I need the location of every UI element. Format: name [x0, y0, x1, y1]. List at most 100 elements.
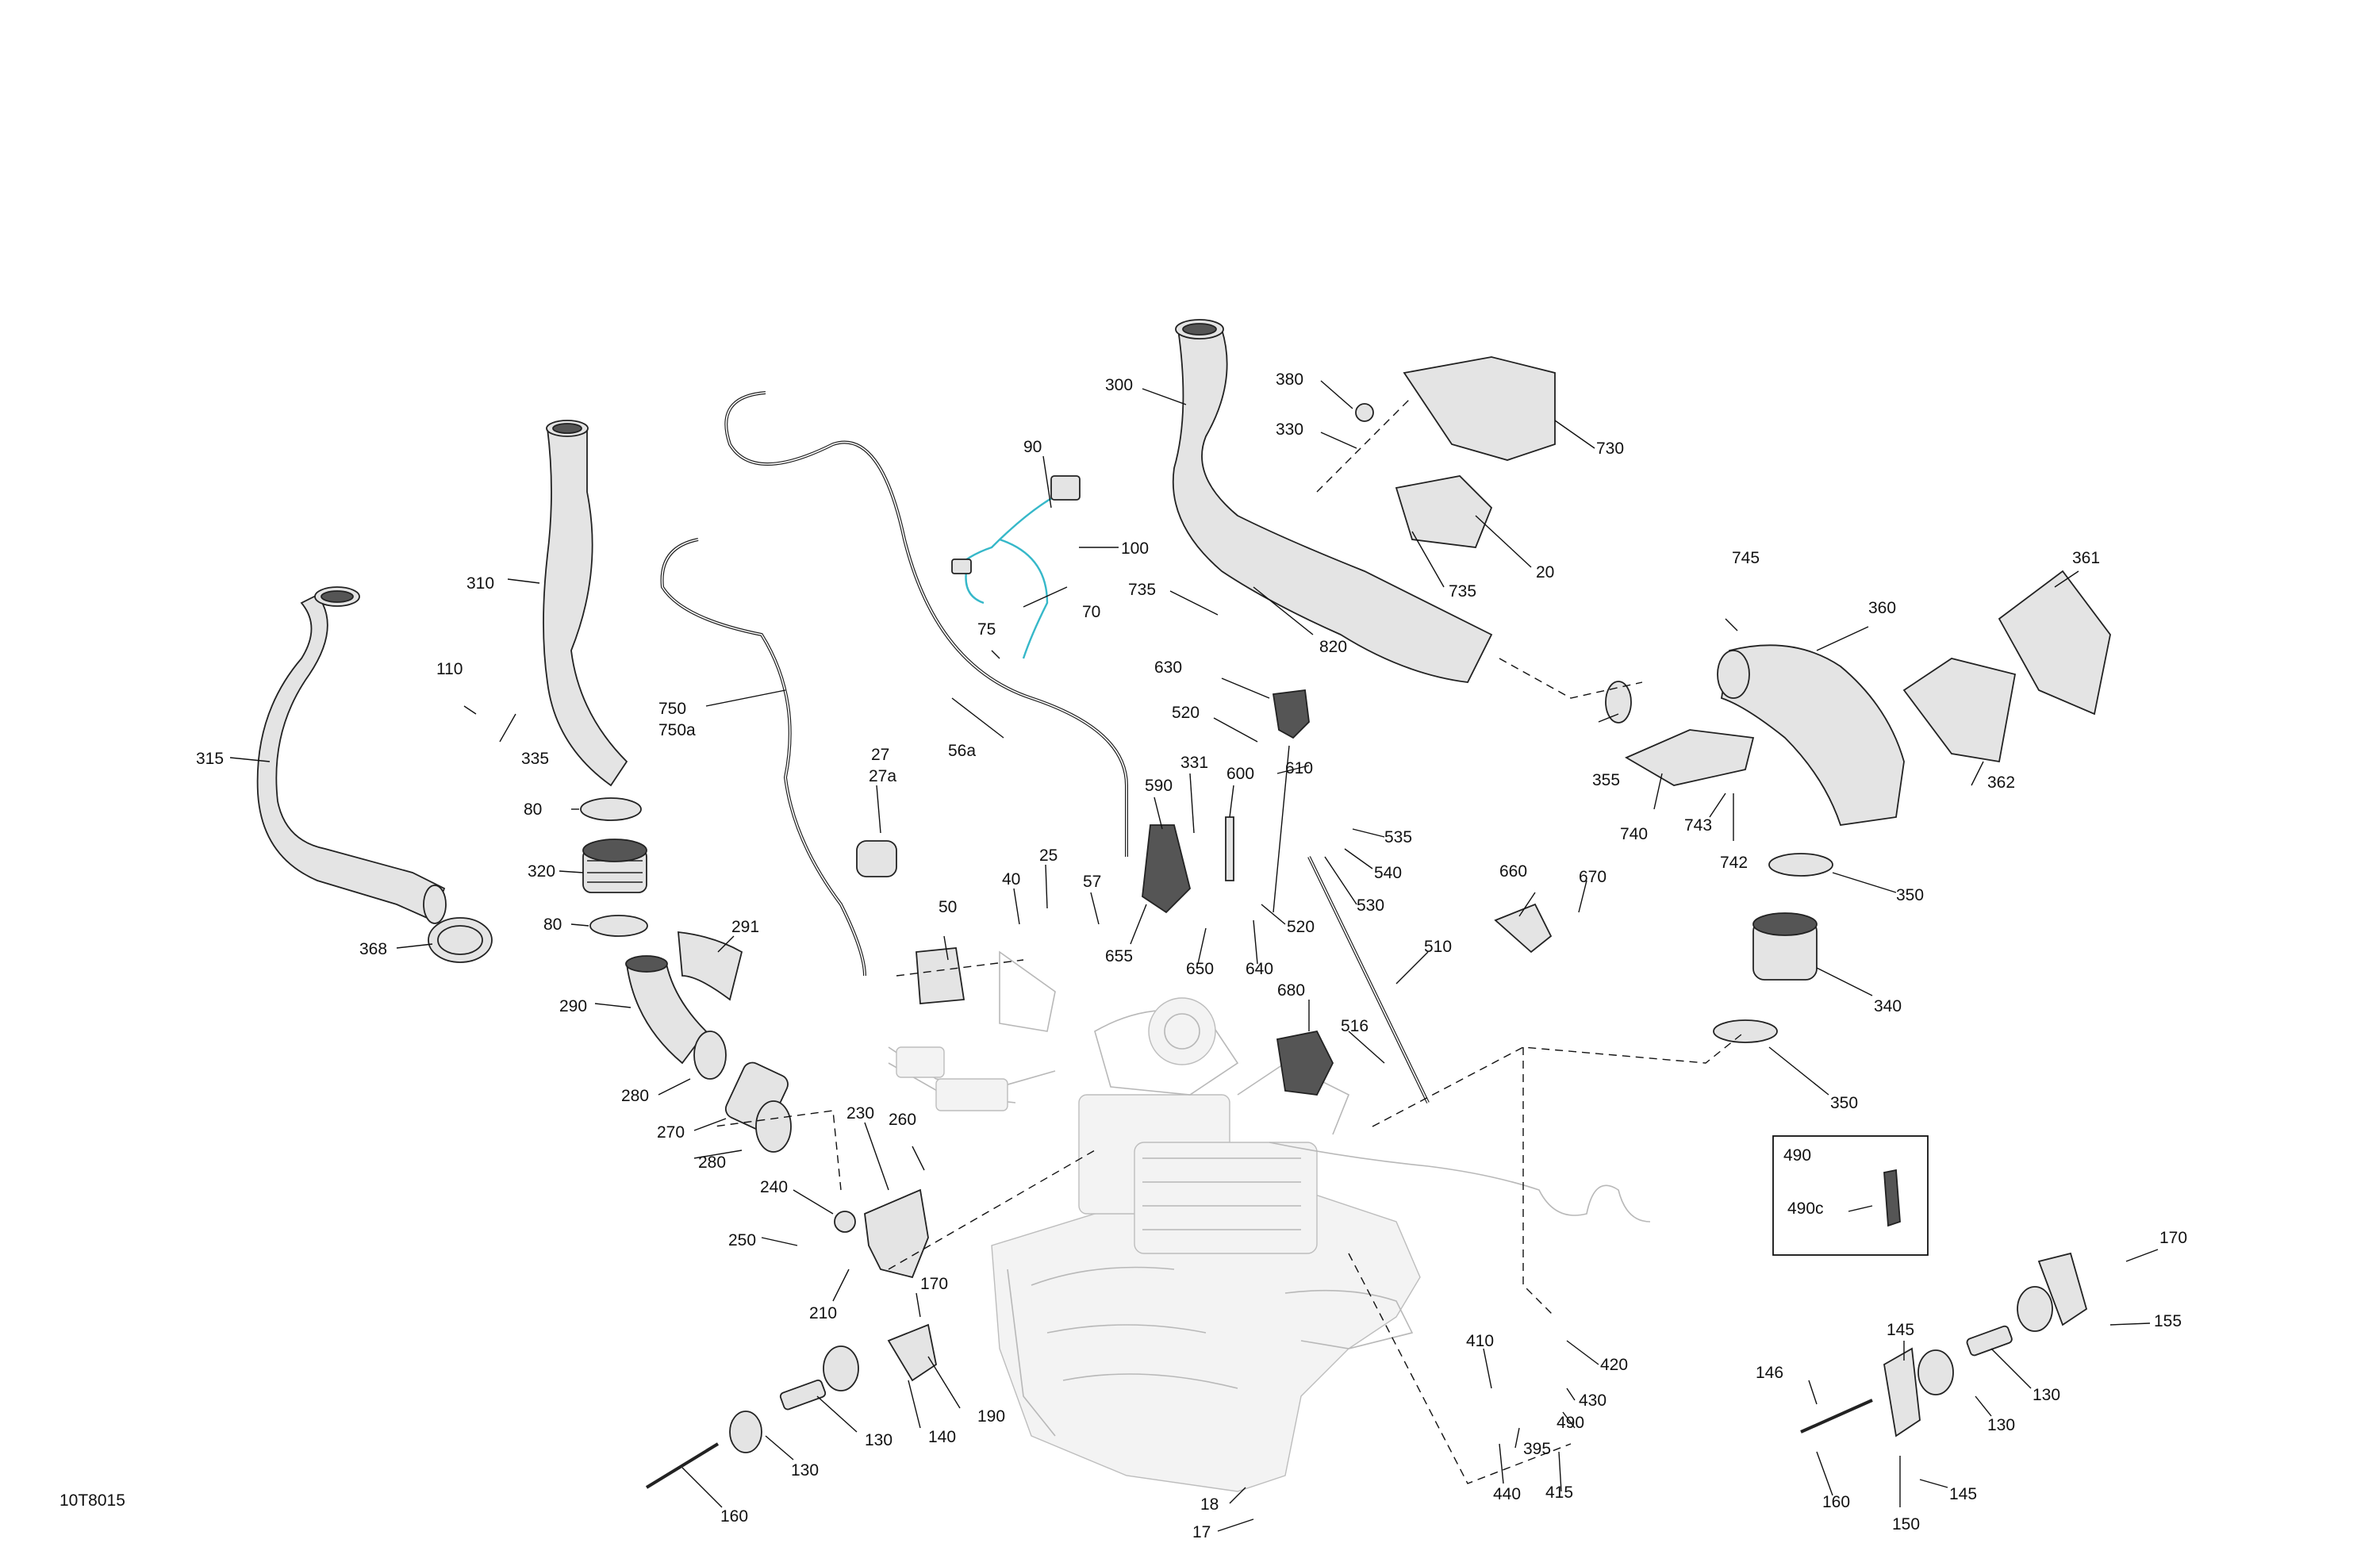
- part-label-331: 331: [1180, 754, 1208, 772]
- part-label-680: 680: [1277, 981, 1305, 1000]
- part-label-280b: 280: [698, 1153, 726, 1172]
- part-label-750: 750: [658, 700, 686, 718]
- part-label-361: 361: [2072, 549, 2100, 567]
- part-label-300: 300: [1105, 376, 1133, 394]
- part-label-335: 335: [521, 750, 549, 768]
- part-label-25: 25: [1039, 846, 1058, 865]
- part-label-70: 70: [1082, 603, 1100, 621]
- spring-600: [1225, 816, 1234, 881]
- part-label-210: 210: [809, 1304, 837, 1322]
- filter-340: [1713, 853, 1833, 1043]
- part-labels: 300 380 330 730 20 735 735 820 90 100 70…: [196, 370, 2187, 1541]
- part-label-170a: 170: [920, 1275, 948, 1293]
- part-label-130d: 130: [1987, 1416, 2015, 1434]
- part-label-80b: 80: [543, 915, 562, 934]
- part-label-735b: 735: [1449, 582, 1476, 601]
- part-label-735a: 735: [1128, 581, 1156, 599]
- inset-title: 490: [1783, 1146, 1811, 1165]
- lever-660: [1494, 903, 1553, 954]
- leader-lines: [229, 380, 2159, 1532]
- part-label-742: 742: [1720, 854, 1748, 872]
- part-label-655: 655: [1105, 947, 1133, 965]
- pulley-left: [645, 1323, 938, 1489]
- bracket-740: [1625, 729, 1755, 786]
- bracket-730: [1355, 356, 1556, 461]
- part-label-310: 310: [466, 574, 494, 593]
- part-label-440: 440: [1493, 1485, 1521, 1503]
- inset-490: 490 490c: [1772, 1135, 1929, 1256]
- part-label-18: 18: [1200, 1495, 1219, 1514]
- part-label-420: 420: [1600, 1356, 1628, 1374]
- part-label-430: 430: [1579, 1391, 1606, 1410]
- part-label-330: 330: [1276, 420, 1303, 439]
- elbow-290: [625, 955, 708, 1065]
- shield-361: [1998, 570, 2111, 716]
- part-label-510: 510: [1424, 938, 1452, 956]
- part-label-360: 360: [1868, 599, 1896, 617]
- part-label-730: 730: [1596, 439, 1624, 458]
- part-label-590: 590: [1145, 777, 1173, 795]
- part-label-610: 610: [1285, 759, 1313, 777]
- part-label-820: 820: [1319, 638, 1347, 656]
- harness-70: [951, 475, 1081, 659]
- part-label-535: 535: [1384, 828, 1412, 846]
- part-label-160a: 160: [720, 1507, 748, 1526]
- part-label-320: 320: [528, 862, 555, 881]
- part-label-240: 240: [760, 1178, 788, 1196]
- intake-tube-315: [256, 586, 447, 924]
- bracket-20: [1395, 475, 1493, 548]
- part-label-100: 100: [1121, 539, 1149, 558]
- part-label-80a: 80: [524, 800, 542, 819]
- part-label-145a: 145: [1887, 1321, 1914, 1339]
- part-label-410: 410: [1466, 1332, 1494, 1350]
- clamp-80-upper: [580, 797, 642, 821]
- part-label-520a: 520: [1172, 704, 1200, 722]
- cable-510: [1307, 856, 1430, 1104]
- part-label-670: 670: [1579, 868, 1606, 886]
- part-label-250: 250: [728, 1231, 756, 1249]
- duct-360: [1717, 644, 1905, 826]
- part-label-230: 230: [846, 1104, 874, 1123]
- part-label-600: 600: [1226, 765, 1254, 783]
- part-label-350b: 350: [1830, 1094, 1858, 1112]
- shield-362: [1902, 658, 2017, 763]
- part-label-130b: 130: [791, 1461, 819, 1480]
- clamp-80-lower: [589, 915, 648, 937]
- intake-duct-300: [1172, 319, 1493, 683]
- part-label-516: 516: [1341, 1017, 1368, 1035]
- part-label-56a: 56a: [948, 742, 976, 760]
- intake-tube-310: [543, 420, 628, 787]
- part-label-368: 368: [359, 940, 387, 958]
- part-label-340: 340: [1874, 997, 1902, 1015]
- part-label-280a: 280: [621, 1087, 649, 1105]
- part-label-270: 270: [657, 1123, 685, 1142]
- dashed-connectors: [713, 396, 1746, 1484]
- part-label-57: 57: [1083, 873, 1101, 891]
- module-680: [1276, 1030, 1334, 1096]
- part-label-650: 650: [1186, 960, 1214, 978]
- part-label-140: 140: [928, 1428, 956, 1446]
- ring-355: [1605, 681, 1632, 724]
- part-label-380: 380: [1276, 370, 1303, 389]
- part-label-90: 90: [1023, 438, 1042, 456]
- part-label-146: 146: [1756, 1364, 1783, 1382]
- coupler-320: [582, 839, 647, 893]
- inset-label: 490c: [1787, 1199, 1824, 1218]
- engine-ghost: [888, 950, 1651, 1492]
- part-label-155: 155: [2154, 1312, 2182, 1330]
- part-label-740: 740: [1620, 825, 1648, 843]
- part-label-20: 20: [1536, 563, 1554, 582]
- part-label-660: 660: [1499, 862, 1527, 881]
- cable-56a: [724, 391, 1128, 857]
- part-label-540: 540: [1374, 864, 1402, 882]
- bracket-230: [834, 1188, 929, 1279]
- part-label-315: 315: [196, 750, 224, 768]
- coupler-270: [693, 1031, 792, 1153]
- part-label-40: 40: [1002, 870, 1020, 889]
- part-label-362: 362: [1987, 773, 2015, 792]
- part-label-395: 395: [1523, 1440, 1551, 1458]
- part-label-17: 17: [1192, 1523, 1211, 1541]
- part-label-130c: 130: [2033, 1386, 2060, 1404]
- cable-750: [660, 538, 866, 977]
